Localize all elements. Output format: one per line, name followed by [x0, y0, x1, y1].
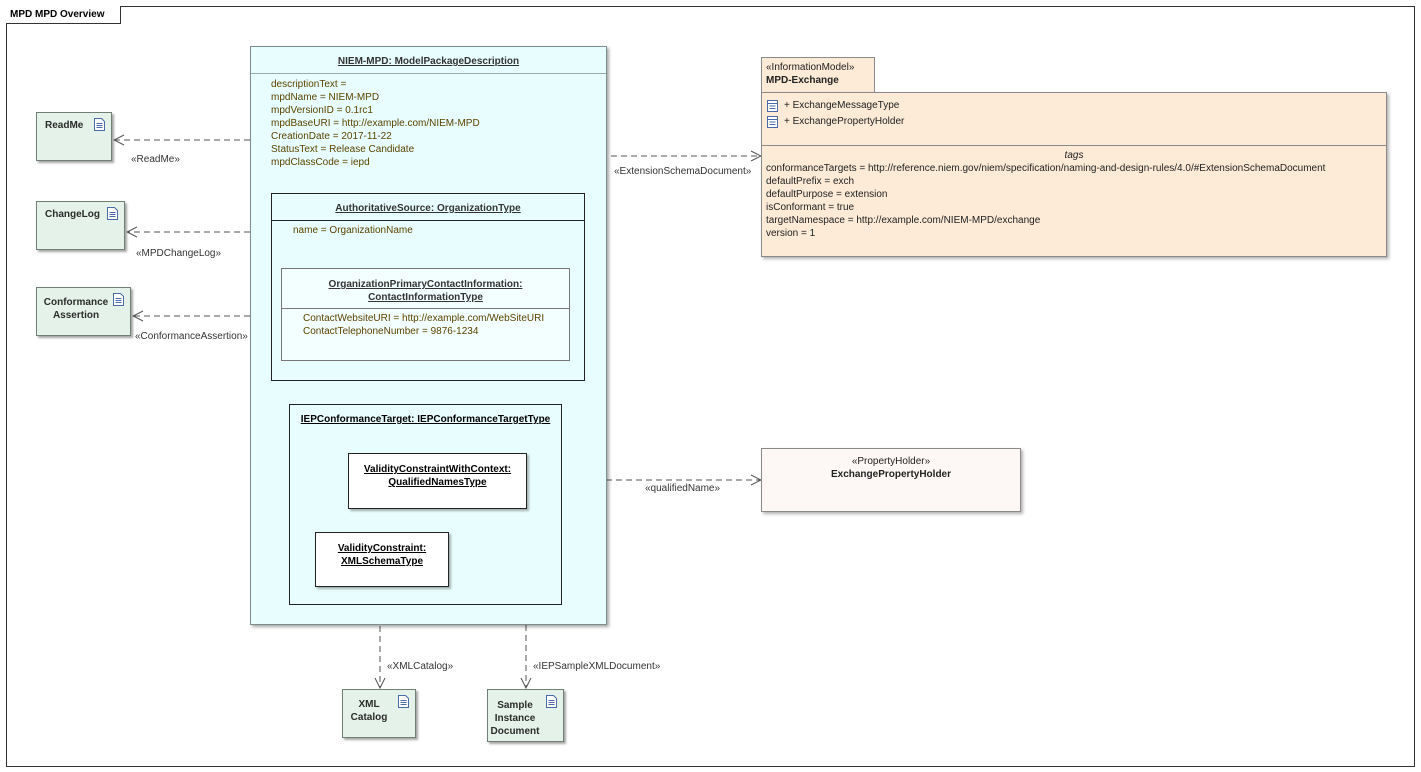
- information-model-tab[interactable]: «InformationModel» MPD-Exchange: [761, 57, 875, 93]
- mpd-attribute: mpdBaseURI = http://example.com/NIEM-MPD: [271, 118, 480, 129]
- model-package-description[interactable]: NIEM-MPD: ModelPackageDescription descri…: [250, 46, 607, 625]
- diagram-frame: [6, 6, 1415, 767]
- member-label: + ExchangeMessageType: [784, 100, 900, 111]
- authoritative-source-object[interactable]: AuthoritativeSource: OrganizationType na…: [271, 193, 585, 381]
- tag-value: version = 1: [766, 228, 816, 239]
- conformance-assertion-document[interactable]: Conformance Assertion: [36, 287, 131, 336]
- document-icon: [546, 695, 557, 708]
- authoritative-source-divider: [272, 220, 584, 221]
- readme-connector-label: «ReadMe»: [131, 154, 180, 165]
- authoritative-source-attribute: name = OrganizationName: [293, 225, 413, 236]
- information-model-package[interactable]: + ExchangeMessageType + ExchangeProperty…: [761, 92, 1387, 257]
- qualified-connector-label: «qualifiedName»: [645, 483, 721, 494]
- conformance-document-label: Conformance Assertion: [43, 297, 109, 321]
- tags-divider: [762, 145, 1386, 146]
- property-holder-name: ExchangePropertyHolder: [830, 469, 952, 480]
- document-icon: [398, 695, 409, 708]
- member-label: + ExchangePropertyHolder: [784, 116, 905, 127]
- mpd-title: NIEM-MPD: ModelPackageDescription: [337, 56, 520, 67]
- contact-information-title: OrganizationPrimaryContactInformation: C…: [328, 279, 523, 303]
- tag-value: defaultPurpose = extension: [766, 189, 888, 200]
- validity-constraint-with-context-title: ValidityConstraintWithContext: Qualified…: [363, 464, 512, 488]
- exchange-property-holder-object[interactable]: «PropertyHolder» ExchangePropertyHolder: [761, 448, 1021, 512]
- information-model-name: MPD-Exchange: [766, 75, 839, 86]
- changelog-connector-label: «MPDChangeLog»: [136, 248, 222, 259]
- mpd-attributes: descriptionText = mpdName = NIEM-MPD mpd…: [271, 78, 480, 169]
- readme-document[interactable]: ReadMe: [36, 112, 112, 161]
- tag-value: conformanceTargets = http://reference.ni…: [766, 163, 1326, 174]
- changelog-document[interactable]: ChangeLog: [36, 201, 125, 250]
- mpd-attribute: CreationDate = 2017-11-22: [271, 131, 392, 142]
- authoritative-source-title: AuthoritativeSource: OrganizationType: [335, 203, 521, 214]
- tags-header: tags: [1064, 150, 1084, 161]
- validity-constraint-with-context-object[interactable]: ValidityConstraintWithContext: Qualified…: [348, 453, 527, 509]
- xml-catalog-document[interactable]: XML Catalog: [342, 689, 416, 738]
- contact-information-divider: [282, 308, 569, 309]
- xmlcatalog-connector-label: «XMLCatalog»: [387, 661, 454, 672]
- readme-document-label: ReadMe: [45, 120, 84, 131]
- document-icon: [107, 207, 118, 220]
- mpd-attribute: mpdClassCode = iepd: [271, 157, 370, 168]
- document-icon: [113, 293, 124, 306]
- contact-attribute: ContactTelephoneNumber = 9876-1234: [303, 326, 479, 337]
- sample-instance-document-label: Sample Instance Document: [490, 700, 540, 737]
- validity-constraint-object[interactable]: ValidityConstraint: XMLSchemaType: [315, 532, 449, 587]
- document-icon: [94, 118, 105, 131]
- conformance-connector-label: «ConformanceAssertion»: [135, 331, 248, 342]
- sample-connector-label: «IEPSampleXMLDocument»: [533, 661, 661, 672]
- class-icon: [767, 116, 778, 128]
- extension-connector-label: «ExtensionSchemaDocument»: [614, 166, 752, 177]
- mpd-attribute: mpdName = NIEM-MPD: [271, 92, 380, 103]
- mpd-attribute: mpdVersionID = 0.1rc1: [271, 105, 373, 116]
- mpd-attribute: descriptionText =: [271, 79, 347, 90]
- tags-list: conformanceTargets = http://reference.ni…: [766, 162, 1325, 240]
- diagram-frame-title: MPD MPD Overview: [6, 6, 122, 24]
- mpd-divider: [251, 73, 606, 74]
- validity-constraint-title: ValidityConstraint: XMLSchemaType: [337, 543, 427, 567]
- contact-information-object[interactable]: OrganizationPrimaryContactInformation: C…: [281, 268, 570, 361]
- xml-catalog-document-label: XML Catalog: [350, 699, 388, 723]
- tag-value: targetNamespace = http://example.com/NIE…: [766, 215, 1041, 226]
- iep-conformance-target-object[interactable]: IEPConformanceTarget: IEPConformanceTarg…: [289, 404, 562, 605]
- sample-instance-document[interactable]: Sample Instance Document: [487, 689, 564, 742]
- class-icon: [767, 100, 778, 112]
- tag-value: defaultPrefix = exch: [766, 176, 855, 187]
- iep-conformance-target-title: IEPConformanceTarget: IEPConformanceTarg…: [300, 414, 551, 425]
- tag-value: isConformant = true: [766, 202, 855, 213]
- information-model-stereotype: «InformationModel»: [766, 62, 855, 73]
- property-holder-stereotype: «PropertyHolder»: [851, 456, 931, 467]
- changelog-document-label: ChangeLog: [45, 209, 100, 220]
- contact-attribute: ContactWebsiteURI = http://example.com/W…: [303, 313, 545, 324]
- contact-information-attributes: ContactWebsiteURI = http://example.com/W…: [303, 312, 544, 338]
- mpd-attribute: StatusText = Release Candidate: [271, 144, 415, 155]
